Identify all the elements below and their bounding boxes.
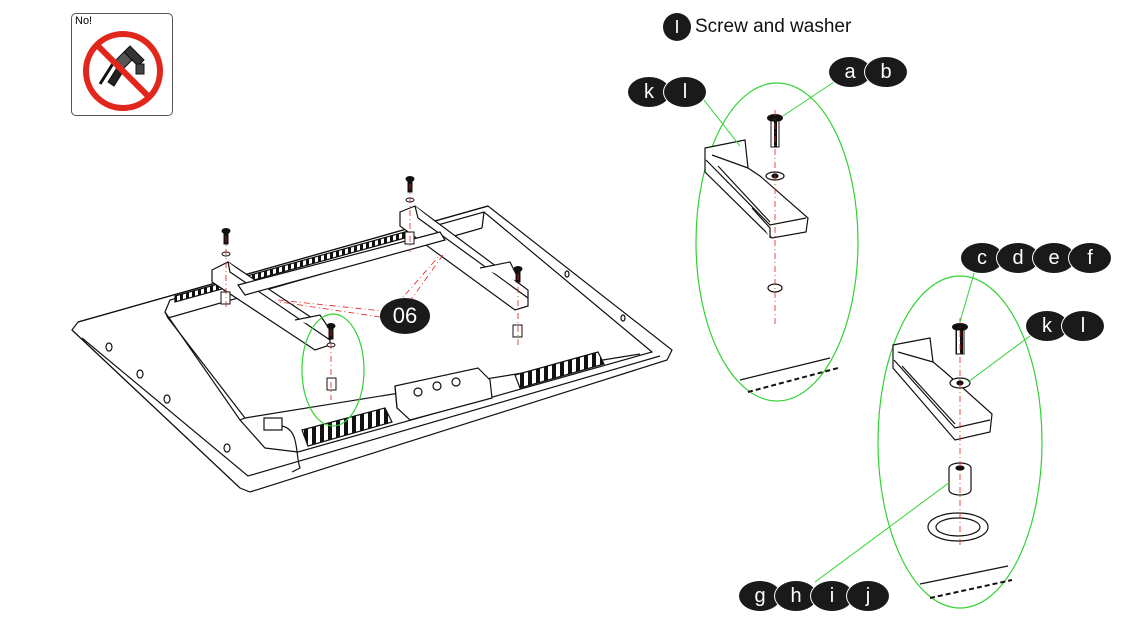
- callout-06-leaders: [279, 254, 441, 318]
- part-badge-k: k: [1025, 310, 1069, 342]
- detail-top-bracket: [704, 139, 839, 393]
- title-marker: I: [663, 13, 691, 41]
- bracket-crossbar: [237, 231, 446, 296]
- detail-bottom-bracket: [892, 337, 1013, 599]
- section-title: I Screw and washer: [663, 12, 851, 42]
- detail-circle-bottom: [877, 275, 1043, 609]
- tv-back-panel: [71, 205, 673, 493]
- part-badge-g: g: [738, 580, 782, 612]
- title-text: Screw and washer: [695, 16, 852, 37]
- part-badge-l: l: [1061, 310, 1105, 342]
- part-badge-l: l: [663, 76, 707, 108]
- highlight-circle-tv: [301, 313, 365, 427]
- step-callout-06: 06: [380, 298, 430, 334]
- detail-circle-top: [695, 82, 859, 402]
- part-badge-j: j: [846, 580, 890, 612]
- leader-lines: [699, 75, 1031, 583]
- part-badge-f: f: [1068, 242, 1112, 274]
- no-power-drill-icon: [83, 31, 163, 111]
- part-badge-h: h: [774, 580, 818, 612]
- mounting-bracket-right: [399, 205, 529, 311]
- warning-label: No!: [75, 15, 93, 27]
- part-badge-b: b: [864, 56, 908, 88]
- detail-top-screw: [767, 114, 783, 148]
- no-drill-warning: No!: [71, 13, 173, 116]
